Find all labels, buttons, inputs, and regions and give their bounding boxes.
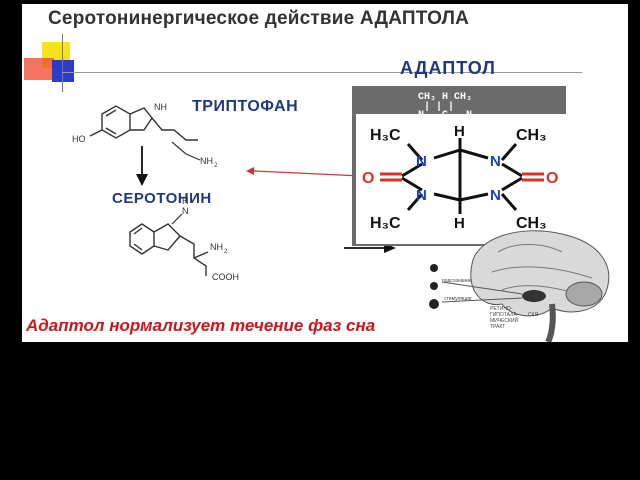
brain-caption-4: ГИПОТАЛА- (490, 312, 519, 318)
tryptophan-label: ТРИПТОФАН (192, 98, 299, 115)
down-arrow (136, 146, 148, 186)
tryptophan-structure (89, 105, 198, 141)
molecule-o-left: O (362, 170, 374, 187)
formula-top: CH₃ H CH₃ (418, 92, 473, 103)
slide: Серотонинергическое действие АДАПТОЛА АД… (22, 4, 628, 342)
molecule-o-right: O (546, 170, 558, 187)
molecule-h-bottom: H (454, 215, 465, 232)
slide-title: Серотонинергическое действие АДАПТОЛА (48, 8, 470, 29)
serotonin-nh2: NH (210, 242, 223, 252)
molecule-ch3-bottom: CH₃ (516, 215, 547, 232)
formula-bonds: | | | (424, 102, 455, 113)
molecule-n-br: N (490, 187, 501, 204)
molecule-drawing: H₃C CH₃ H₃C CH₃ N N N N H H O O (362, 123, 558, 232)
molecule-ch3-top: CH₃ (516, 127, 547, 144)
serotonin-structure (129, 223, 209, 276)
tryptophan-chain-bond (171, 141, 187, 155)
tryptophan-nh2: NH (200, 156, 213, 166)
tryptophan-nh2-sub: 2 (214, 163, 218, 169)
serotonin-cooh: COOH (212, 272, 239, 282)
serotonin-h: H (182, 196, 189, 206)
adaptol-molecule: H₃C CH₃ H₃C CH₃ N N N N H H O O (356, 114, 566, 244)
brain-illustration: подсознание стимуляция РЕТИНО- ГИПОТАЛА-… (402, 212, 628, 342)
decor-blue-square (52, 60, 74, 82)
tryptophan-ho: HO (72, 134, 86, 144)
footer-text: Адаптол нормализует течение фаз сна (26, 316, 376, 335)
decor-vertical-line (62, 34, 63, 92)
brain-caption-5: МИЧЕСКИЙ (490, 318, 519, 324)
molecule-n-tl: N (416, 153, 427, 170)
structures-layer: NH HO NH 2 H N NH 2 COOH (72, 102, 396, 282)
brain-caption-6: ТРАКТ (490, 324, 506, 330)
brain-caption-3: РЕТИНО- (490, 306, 513, 312)
molecule-n-tr: N (490, 153, 501, 170)
brain-drawing (429, 230, 610, 342)
molecule-n-bl: N (416, 187, 427, 204)
molecule-h3c-bottom: H₃C (370, 215, 401, 232)
brain-caption-7: СХЯ (528, 312, 539, 318)
serotonin-n: N (182, 206, 189, 216)
tryptophan-nh: NH (154, 102, 167, 112)
serotonin-n-bond (171, 213, 183, 225)
tryptophan-amine-bond (185, 153, 201, 161)
adaptol-label: АДАПТОЛ (400, 58, 496, 78)
brain-caption-1: подсознание (442, 278, 472, 284)
brain-caption-2: стимуляция (444, 296, 472, 302)
molecule-h-top: H (454, 123, 465, 140)
molecule-h3c-top: H₃C (370, 127, 401, 144)
red-arrow (246, 167, 363, 177)
serotonin-label: СЕРОТОНИН (112, 190, 212, 207)
serotonin-nh2-sub: 2 (224, 249, 228, 255)
decor-red-square (24, 58, 54, 80)
title-underline (62, 72, 582, 73)
